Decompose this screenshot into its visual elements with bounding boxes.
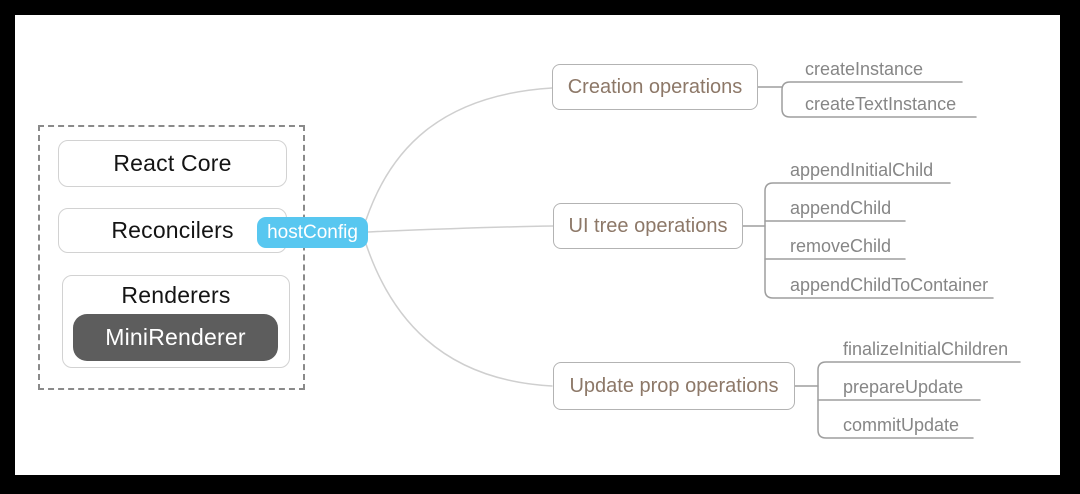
node-mini-renderer-label: MiniRenderer — [105, 324, 246, 350]
leaf-append-initial-child[interactable]: appendInitialChild — [790, 160, 934, 180]
host-config-badge[interactable]: hostConfig — [257, 217, 368, 248]
leaf-remove-child[interactable]: removeChild — [790, 236, 892, 256]
node-reconcilers[interactable]: Reconcilers — [58, 208, 287, 253]
node-ui-tree-operations[interactable]: UI tree operations — [553, 203, 743, 249]
update-branch-lines — [794, 361, 1021, 439]
node-update-prop-operations[interactable]: Update prop operations — [553, 362, 795, 410]
leaf-create-instance[interactable]: createInstance — [805, 59, 924, 79]
badge-branch-curves — [365, 87, 554, 387]
creation-branch-lines — [757, 81, 977, 118]
node-renderers[interactable]: Renderers MiniRenderer — [62, 275, 290, 368]
leaf-prepare-update[interactable]: prepareUpdate — [843, 377, 964, 397]
node-react-core-label: React Core — [113, 150, 232, 176]
leaf-finalize-initial-children[interactable]: finalizeInitialChildren — [843, 339, 1009, 359]
leaf-commit-update[interactable]: commitUpdate — [843, 415, 960, 435]
renderer-package-group — [38, 125, 305, 390]
leaf-append-child[interactable]: appendChild — [790, 198, 892, 218]
node-renderers-label: Renderers — [121, 281, 231, 308]
diagram-canvas: React Core Reconcilers Renderers MiniRen… — [15, 15, 1060, 475]
node-react-core[interactable]: React Core — [58, 140, 287, 187]
connector-lines — [365, 81, 1021, 439]
leaf-append-child-to-container[interactable]: appendChildToContainer — [790, 275, 989, 295]
node-mini-renderer[interactable]: MiniRenderer — [73, 314, 278, 361]
node-creation-operations[interactable]: Creation operations — [552, 64, 758, 110]
node-reconcilers-label: Reconcilers — [111, 217, 234, 243]
host-config-label: hostConfig — [267, 221, 358, 243]
node-ui-tree-operations-label: UI tree operations — [568, 214, 728, 237]
leaf-create-text-instance[interactable]: createTextInstance — [805, 94, 957, 114]
uitree-branch-lines — [742, 182, 994, 299]
node-creation-operations-label: Creation operations — [567, 75, 743, 98]
node-update-prop-operations-label: Update prop operations — [569, 374, 779, 397]
